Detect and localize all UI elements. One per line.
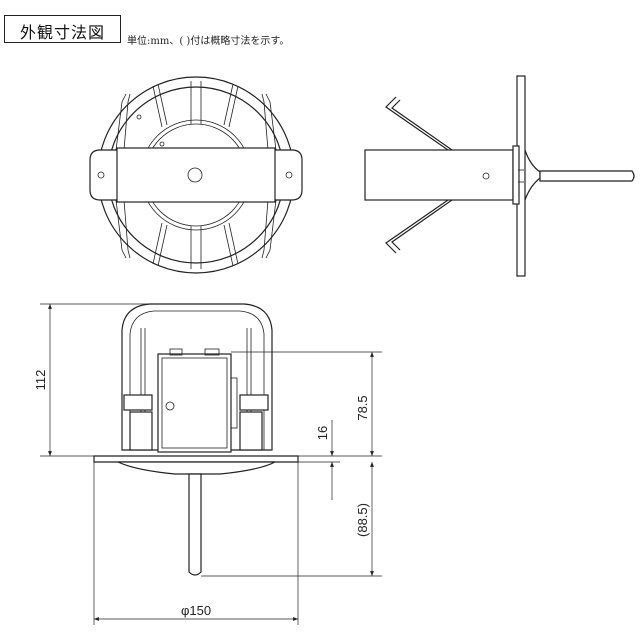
dim-upper-height: 78.5 (355, 395, 370, 420)
drawing-title: 外観寸法図 (19, 23, 105, 42)
dimension-lines (40, 303, 382, 625)
dimension-labels: 112 78.5 16 (88.5) φ150 (33, 370, 370, 618)
dim-flange-thickness: 16 (315, 426, 330, 440)
unit-note: 単位:mm、( )付は概略寸法を示す。 (127, 36, 290, 47)
top-view (89, 76, 303, 274)
dim-diameter: φ150 (181, 603, 211, 618)
dim-total-height: 112 (33, 370, 48, 391)
front-view (93, 303, 299, 576)
side-view (364, 75, 635, 277)
dim-lower-length: (88.5) (355, 503, 370, 537)
title-box: 外観寸法図 (4, 15, 121, 43)
